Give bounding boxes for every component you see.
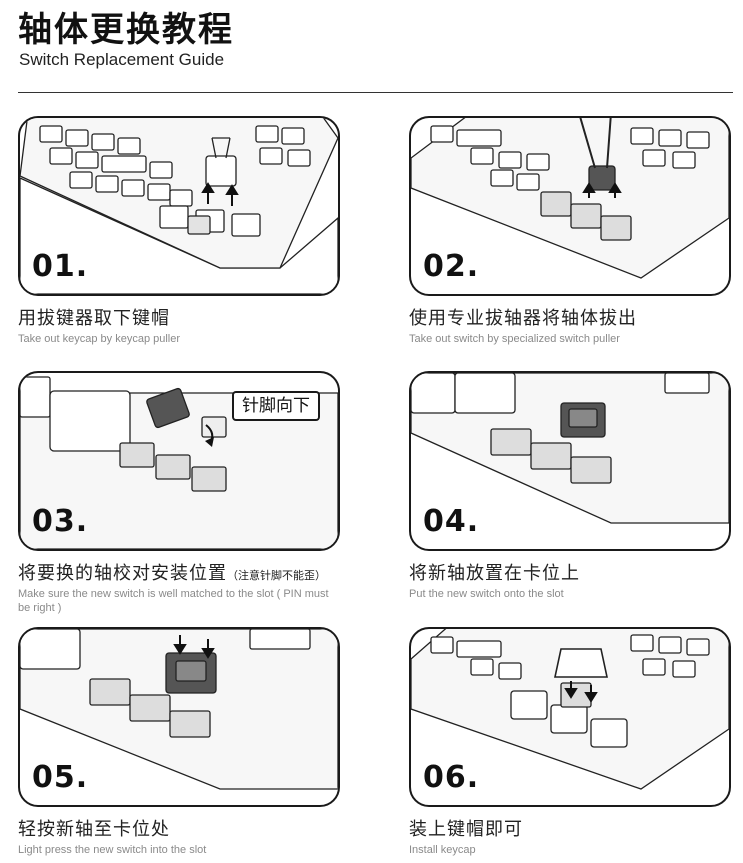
step-caption-cn: 轻按新轴至卡位处 bbox=[18, 819, 170, 840]
step-caption-en: Install keycap bbox=[409, 844, 476, 856]
step-5-illustration: 05. bbox=[18, 627, 340, 807]
switch-placement-illustration bbox=[411, 373, 729, 524]
keyboard-switch-puller-illustration bbox=[411, 118, 729, 279]
page-subtitle: Switch Replacement Guide bbox=[19, 50, 225, 69]
step-number: 05. bbox=[32, 760, 89, 795]
step-number: 04. bbox=[423, 504, 480, 539]
step-caption-note: （注意针脚不能歪） bbox=[227, 569, 326, 582]
keycap-install-illustration bbox=[411, 629, 729, 790]
step-caption-en: Take out switch by specialized switch pu… bbox=[409, 333, 620, 345]
pins-down-callout: 针脚向下 bbox=[232, 391, 320, 421]
step-caption-en: Put the new switch onto the slot bbox=[409, 588, 564, 600]
step-number: 01. bbox=[32, 249, 89, 284]
page-title: 轴体更换教程 bbox=[18, 10, 234, 50]
step-caption-cn: 装上键帽即可 bbox=[409, 819, 523, 840]
step-6-illustration: 06. bbox=[409, 627, 731, 807]
step-caption-main: 将要换的轴校对安装位置 bbox=[18, 563, 227, 584]
step-caption-cn: 使用专业拔轴器将轴体拔出 bbox=[409, 308, 637, 329]
switch-alignment-illustration bbox=[20, 376, 338, 549]
step-1: 01. 用拔键器取下键帽 Take out keycap by keycap p… bbox=[18, 116, 340, 346]
step-2: 02. 使用专业拔轴器将轴体拔出 Take out switch by spec… bbox=[409, 116, 731, 346]
step-4-illustration: 04. bbox=[409, 371, 731, 551]
step-4: 04. 将新轴放置在卡位上 Put the new switch onto th… bbox=[409, 371, 731, 601]
step-number: 03. bbox=[32, 504, 89, 539]
step-5: 05. 轻按新轴至卡位处 Light press the new switch … bbox=[18, 627, 340, 857]
step-6: 06. 装上键帽即可 Install keycap bbox=[409, 627, 731, 857]
step-caption-en: Make sure the new switch is well matched… bbox=[18, 588, 329, 614]
step-3: 针脚向下 03. 将要换的轴校对安装位置（注意针脚不能歪） Make sure … bbox=[18, 371, 340, 615]
step-caption-en: Light press the new switch into the slot bbox=[18, 844, 207, 856]
step-number: 06. bbox=[423, 760, 480, 795]
header-divider bbox=[18, 92, 733, 93]
step-caption-en: Take out keycap by keycap puller bbox=[18, 333, 181, 345]
step-1-illustration: 01. bbox=[18, 116, 340, 296]
step-2-illustration: 02. bbox=[409, 116, 731, 296]
step-3-illustration: 针脚向下 03. bbox=[18, 371, 340, 551]
step-caption-cn: 用拔键器取下键帽 bbox=[18, 308, 170, 329]
step-caption-cn: 将新轴放置在卡位上 bbox=[409, 563, 580, 584]
switch-press-illustration bbox=[20, 629, 338, 790]
step-caption-cn: 将要换的轴校对安装位置（注意针脚不能歪） bbox=[18, 559, 340, 585]
keyboard-keycap-puller-illustration bbox=[20, 118, 338, 294]
step-number: 02. bbox=[423, 249, 480, 284]
